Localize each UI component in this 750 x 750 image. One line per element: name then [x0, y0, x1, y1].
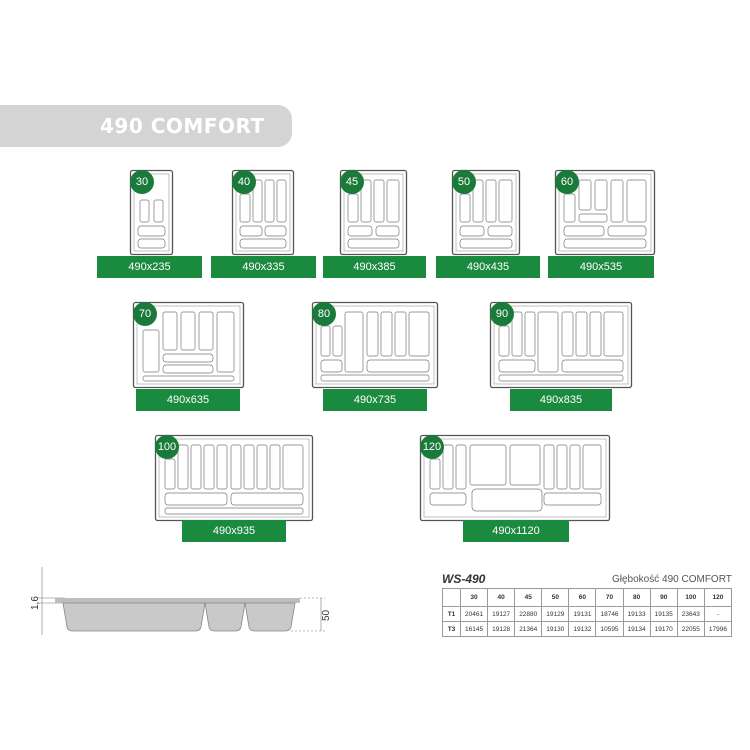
table-cell: 19132 — [568, 621, 597, 637]
product-code-table: 30 40 45 50 60 70 80 90 100 120 T1 20461… — [442, 588, 733, 637]
title-banner: 490 COMFORT — [0, 105, 292, 147]
tray-90-drawing — [489, 301, 633, 389]
tray-120-drawing — [419, 434, 611, 522]
tray-70-width-badge: 70 — [133, 302, 157, 326]
table-cell: 19127 — [487, 606, 516, 622]
table-cell: 19133 — [622, 606, 651, 622]
tray-60-width-badge: 60 — [555, 170, 579, 194]
tray-120: 120 — [419, 434, 611, 522]
table-cell: - — [703, 606, 733, 622]
column-header: 30 — [459, 588, 489, 607]
column-header: 40 — [487, 588, 516, 607]
table-corner-cell — [442, 588, 461, 607]
tray-120-size-label: 490x1120 — [463, 520, 569, 542]
tray-40: 40 — [231, 169, 295, 256]
table-row: T3 16145 19128 21364 19130 19132 10595 1… — [442, 621, 733, 637]
page-title: 490 COMFORT — [100, 114, 265, 138]
column-header: 100 — [676, 588, 705, 607]
tray-100-width-badge: 100 — [155, 435, 179, 459]
table-cell: 19134 — [622, 621, 651, 637]
column-header: 60 — [568, 588, 597, 607]
tray-100-drawing — [154, 434, 314, 522]
table-cell: 19128 — [487, 621, 516, 637]
row-header: T3 — [442, 621, 461, 637]
row-header: T1 — [442, 606, 461, 622]
table-header-row: 30 40 45 50 60 70 80 90 100 120 — [442, 588, 733, 607]
model-code: WS-490 — [442, 572, 486, 586]
table-cell: 17996 — [703, 621, 733, 637]
table-cell: 20461 — [459, 606, 489, 622]
tray-70-size-label: 490x635 — [136, 389, 240, 411]
column-header: 45 — [514, 588, 543, 607]
tray-50-size-label: 490x435 — [436, 256, 540, 278]
tray-90-size-label: 490x835 — [510, 389, 612, 411]
column-header: 70 — [595, 588, 624, 607]
table-cell: 19131 — [568, 606, 597, 622]
column-header: 90 — [649, 588, 678, 607]
tray-70-drawing — [132, 301, 245, 389]
tray-50-width-badge: 50 — [452, 170, 476, 194]
tray-30-width-badge: 30 — [130, 170, 154, 194]
table-cell: 19135 — [649, 606, 678, 622]
table-cell: 22055 — [676, 621, 705, 637]
tray-80-drawing — [311, 301, 439, 389]
table-cell: 22880 — [514, 606, 543, 622]
table-cell: 21364 — [514, 621, 543, 637]
tray-40-width-badge: 40 — [232, 170, 256, 194]
tray-profile-diagram: 1,6 50 — [25, 567, 345, 647]
tray-40-size-label: 490x335 — [211, 256, 316, 278]
table-cell: 19129 — [541, 606, 570, 622]
table-cell: 19130 — [541, 621, 570, 637]
tray-80-width-badge: 80 — [312, 302, 336, 326]
tray-60-size-label: 490x535 — [548, 256, 654, 278]
tray-90: 90 — [489, 301, 633, 389]
tray-30: 30 — [129, 169, 174, 256]
table-cell: 19170 — [649, 621, 678, 637]
column-header: 120 — [703, 588, 733, 607]
tray-60: 60 — [554, 169, 656, 256]
tray-100-size-label: 490x935 — [182, 520, 286, 542]
tray-45-size-label: 490x385 — [323, 256, 426, 278]
table-cell: 16145 — [459, 621, 489, 637]
tray-60-drawing — [554, 169, 656, 256]
column-header: 80 — [622, 588, 651, 607]
tray-90-width-badge: 90 — [490, 302, 514, 326]
rim-thickness-label: 1,6 — [30, 596, 41, 610]
tray-80: 80 — [311, 301, 439, 389]
column-header: 50 — [541, 588, 570, 607]
tray-120-width-badge: 120 — [420, 435, 444, 459]
tray-50: 50 — [451, 169, 521, 256]
table-row: T1 20461 19127 22880 19129 19131 18746 1… — [442, 606, 733, 622]
tray-profile-drawing: 1,6 50 — [30, 567, 332, 635]
tray-80-size-label: 490x735 — [323, 389, 427, 411]
table-cell: 18746 — [595, 606, 624, 622]
tray-45-width-badge: 45 — [340, 170, 364, 194]
depth-label: 50 — [321, 609, 332, 621]
tray-70: 70 — [132, 301, 245, 389]
tray-30-size-label: 490x235 — [97, 256, 202, 278]
tray-100: 100 — [154, 434, 314, 522]
tray-45: 45 — [339, 169, 408, 256]
depth-caption: Głębokość 490 COMFORT — [612, 574, 732, 585]
table-cell: 23643 — [676, 606, 705, 622]
table-cell: 10595 — [595, 621, 624, 637]
